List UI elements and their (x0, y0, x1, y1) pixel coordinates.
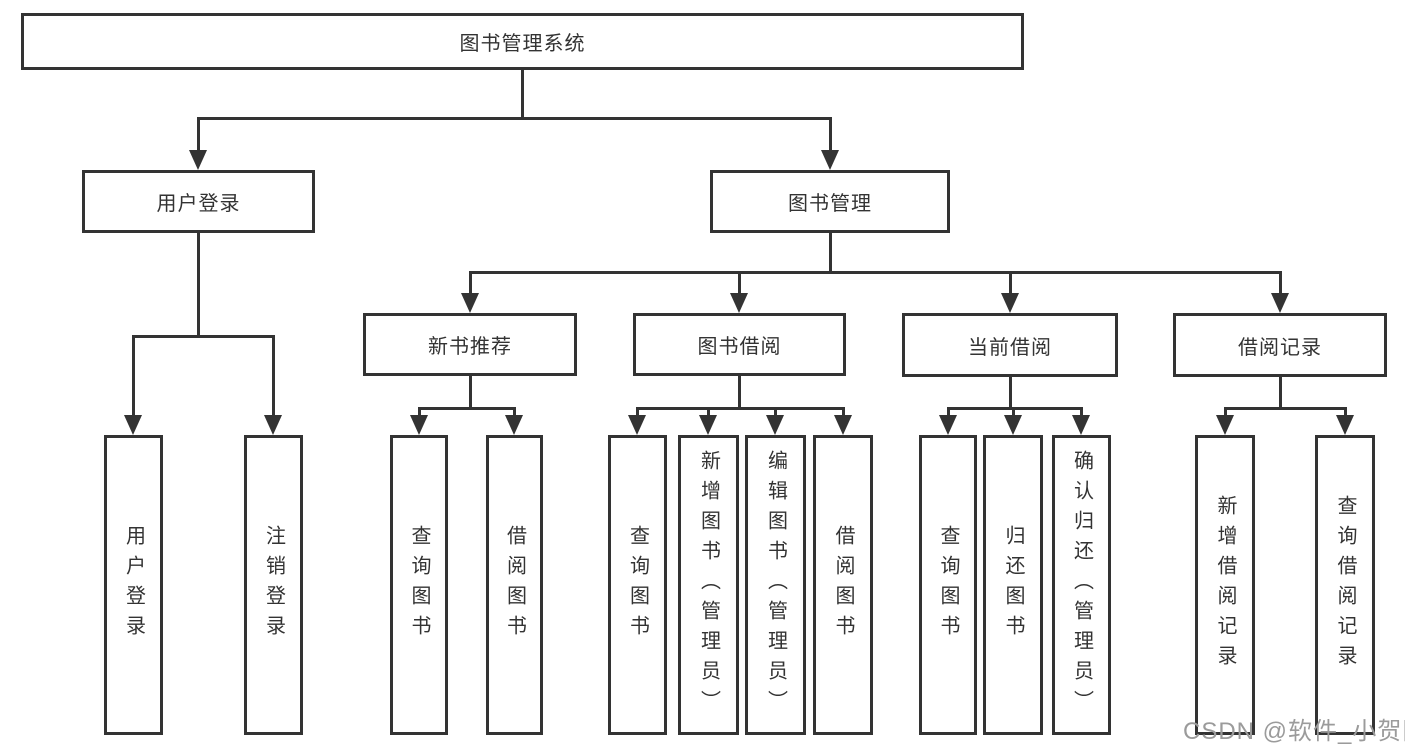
node-book-management: 图书管理 (710, 170, 950, 233)
connector-hline (635, 407, 845, 410)
connector-drop-line (271, 335, 275, 423)
arrowhead-down (1336, 415, 1354, 435)
connector-drop-line (196, 117, 200, 158)
node-borrow-records: 借阅记录 (1173, 313, 1387, 377)
arrowhead-down (766, 415, 784, 435)
connector-vline (737, 376, 741, 410)
leaf-borrowing-edit-books-admin: 编辑图书（管理员） (745, 435, 806, 735)
leaf-recommend-query-books: 查询图书 (390, 435, 448, 735)
connector-drop-line (131, 335, 135, 423)
leaf-logout: 注销登录 (244, 435, 303, 735)
arrowhead-down (821, 150, 839, 170)
node-library-management-system: 图书管理系统 (21, 13, 1024, 70)
arrowhead-down (1072, 415, 1090, 435)
leaf-records-query-borrow-record: 查询借阅记录 (1315, 435, 1375, 735)
node-user-login: 用户登录 (82, 170, 315, 233)
connector-hline (1223, 407, 1347, 410)
arrowhead-down (834, 415, 852, 435)
arrowhead-down (1271, 293, 1289, 313)
connector-hline (131, 335, 275, 338)
csdn-watermark: CSDN @软件_小贺同学 (1183, 718, 1405, 745)
node-new-book-recommend: 新书推荐 (363, 313, 577, 376)
connector-hline (468, 271, 1282, 274)
connector-drop-line (828, 117, 832, 158)
leaf-borrowing-add-books-admin: 新增图书（管理员） (678, 435, 739, 735)
node-book-borrowing: 图书借阅 (633, 313, 846, 376)
arrowhead-down (461, 293, 479, 313)
connector-vline (1008, 377, 1012, 410)
arrowhead-down (124, 415, 142, 435)
arrowhead-down (264, 415, 282, 435)
connector-hline (946, 407, 1083, 410)
node-current-borrowing: 当前借阅 (902, 313, 1118, 377)
arrowhead-down (1004, 415, 1022, 435)
arrowhead-down (1216, 415, 1234, 435)
arrowhead-down (939, 415, 957, 435)
connector-drop-line (737, 271, 741, 301)
arrowhead-down (505, 415, 523, 435)
arrowhead-down (730, 293, 748, 313)
arrowhead-down (189, 150, 207, 170)
leaf-borrowing-query-books: 查询图书 (608, 435, 667, 735)
connector-drop-line (1008, 271, 1012, 301)
connector-drop-line (1278, 271, 1282, 301)
arrowhead-down (628, 415, 646, 435)
leaf-borrowing-borrow-books: 借阅图书 (813, 435, 873, 735)
connector-vline (828, 233, 832, 274)
arrowhead-down (699, 415, 717, 435)
arrowhead-down (1001, 293, 1019, 313)
leaf-records-add-borrow-record: 新增借阅记录 (1195, 435, 1255, 735)
connector-vline (468, 376, 472, 410)
connector-hline (417, 407, 516, 410)
connector-vline (1278, 377, 1282, 410)
arrowhead-down (410, 415, 428, 435)
connector-hline (196, 117, 832, 120)
leaf-current-return-books: 归还图书 (983, 435, 1043, 735)
connector-vline (196, 233, 200, 338)
connector-vline (520, 70, 524, 120)
leaf-current-confirm-return-admin: 确认归还（管理员） (1052, 435, 1111, 735)
leaf-current-query-books: 查询图书 (919, 435, 977, 735)
connector-drop-line (468, 271, 472, 301)
leaf-recommend-borrow-books: 借阅图书 (486, 435, 543, 735)
leaf-user-login: 用户登录 (104, 435, 163, 735)
